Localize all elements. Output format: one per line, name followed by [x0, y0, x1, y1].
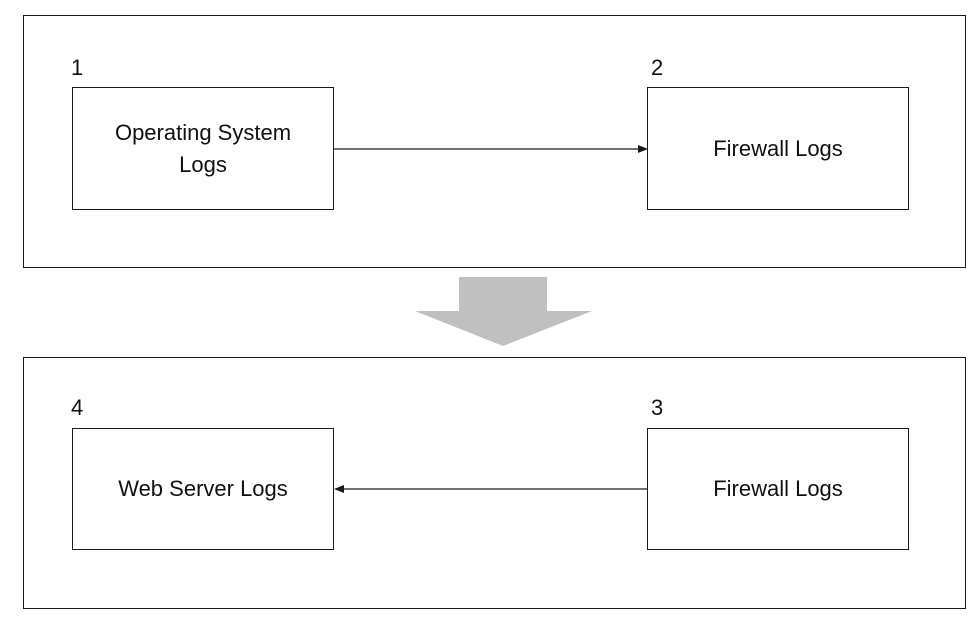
node-operating-system-logs: Operating System Logs	[72, 87, 334, 210]
node-firewall-logs-2: Firewall Logs	[647, 87, 909, 210]
step-number-1: 1	[71, 55, 84, 80]
node-label-web-server-logs: Web Server Logs	[118, 476, 288, 501]
node-label-firewall-logs-3: Firewall Logs	[713, 476, 843, 501]
arrowhead-left	[334, 485, 344, 493]
step-number-3: 3	[651, 395, 664, 420]
arrowhead-right	[638, 145, 648, 153]
node-web-server-logs: Web Server Logs	[72, 428, 334, 550]
step-number-4: 4	[71, 395, 84, 420]
arrow-left-icon	[334, 485, 647, 493]
node-firewall-logs-3: Firewall Logs	[647, 428, 909, 550]
node-label-operating-system-logs: Operating System Logs	[114, 119, 292, 177]
step-number-2: 2	[651, 55, 664, 80]
node-label-firewall-logs-2: Firewall Logs	[713, 135, 843, 161]
down-block-arrow-icon	[415, 277, 592, 346]
arrow-right-icon	[334, 145, 648, 153]
